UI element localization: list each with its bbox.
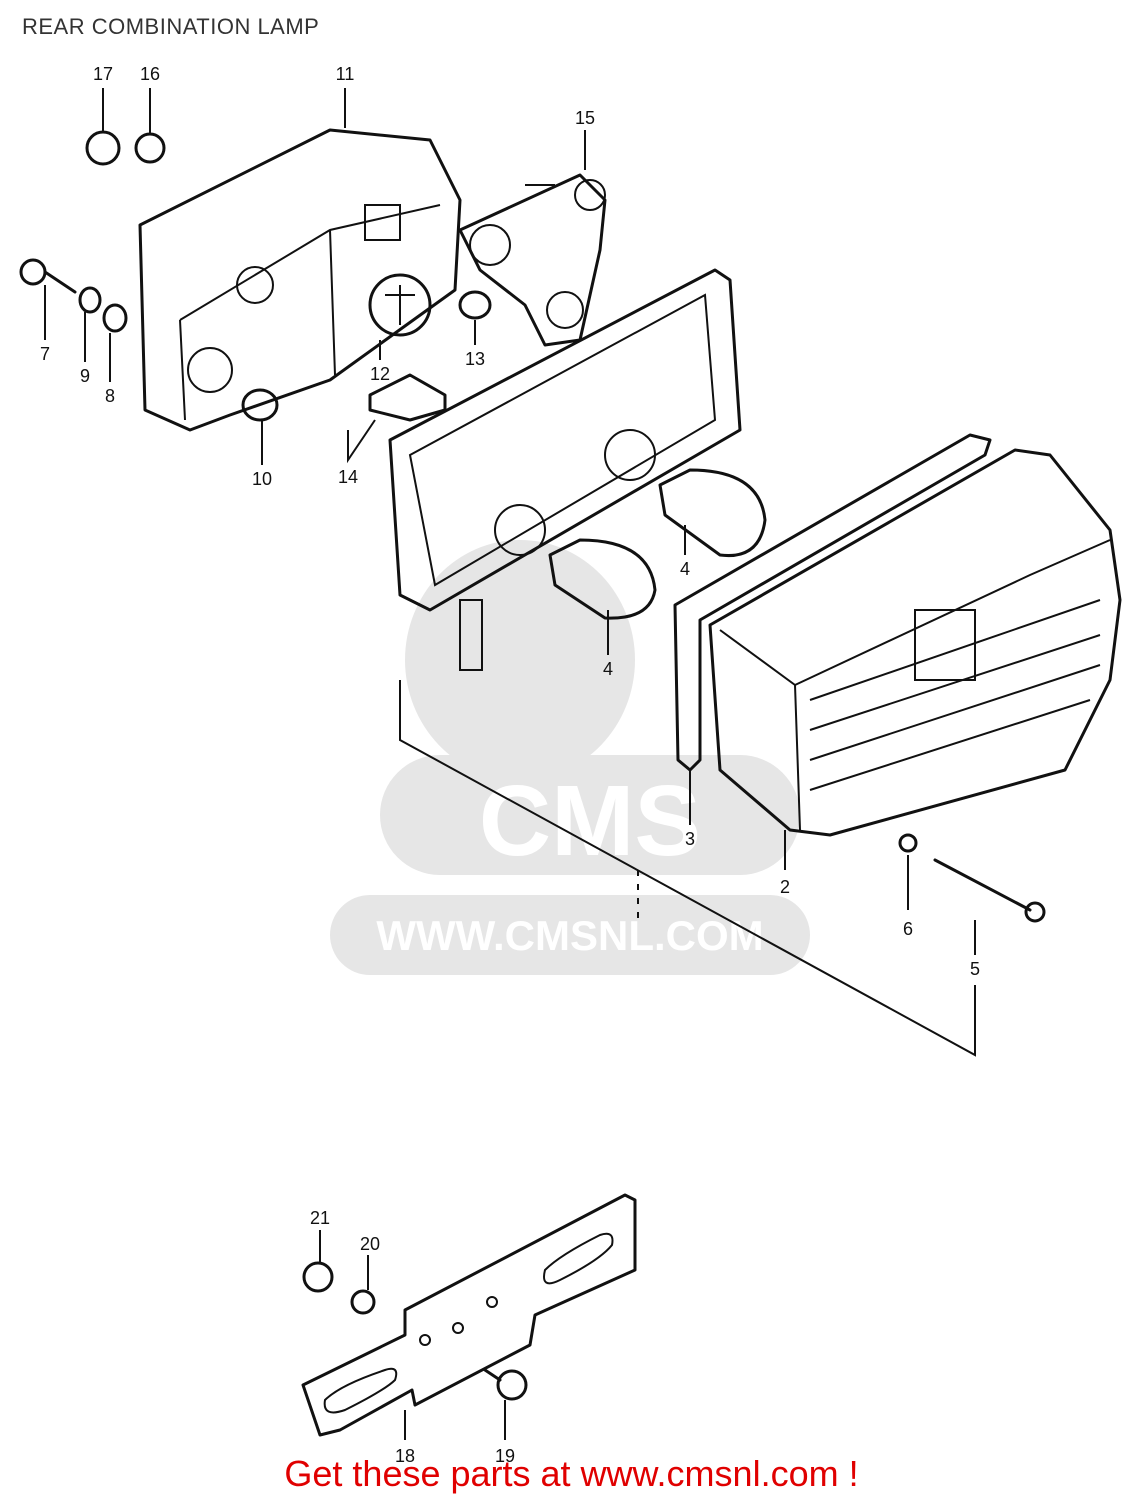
bracket — [458, 173, 607, 347]
page-title: REAR COMBINATION LAMP — [22, 14, 320, 39]
lens — [708, 448, 1122, 837]
part-number-7: 7 — [40, 344, 50, 364]
license-plate-bracket — [301, 1193, 637, 1437]
watermark-url: WWW.CMSNL.COM — [376, 912, 763, 959]
part-number-9: 9 — [80, 366, 90, 386]
screw-19 — [483, 1368, 528, 1401]
part-number-16: 16 — [140, 64, 160, 84]
part-number-8: 8 — [105, 386, 115, 406]
nut-17 — [85, 130, 121, 166]
leader-lines — [44, 88, 976, 1440]
part-number-20: 20 — [360, 1234, 380, 1254]
part-number-21: 21 — [310, 1208, 330, 1228]
part-number-12: 12 — [370, 364, 390, 384]
lamp-base — [388, 268, 742, 671]
part-number-14: 14 — [338, 467, 358, 487]
nut-21 — [302, 1261, 334, 1293]
socket — [368, 273, 432, 337]
bolt-7 — [19, 258, 77, 294]
part-number-15: 15 — [575, 108, 595, 128]
part-number-10: 10 — [252, 469, 272, 489]
part-number-11: 11 — [336, 64, 355, 84]
washer-6 — [898, 833, 918, 853]
part-number-5: 5 — [970, 959, 980, 979]
cms-watermark: CMS WWW.CMSNL.COM — [330, 540, 810, 975]
part-number-19: 19 — [495, 1446, 515, 1466]
housing — [138, 128, 462, 432]
washer-16 — [134, 132, 166, 164]
washer-9 — [78, 286, 102, 314]
bulb-lower — [548, 538, 657, 620]
gasket — [673, 433, 992, 772]
part-labels: 17 16 11 15 7 9 8 12 13 10 14 4 4 3 2 6 … — [40, 64, 980, 1466]
bulb-upper — [658, 468, 767, 558]
cushion-10 — [241, 388, 279, 422]
washer-20 — [350, 1289, 376, 1315]
cushion-13 — [458, 290, 492, 320]
part-number-18: 18 — [395, 1446, 415, 1466]
part-number-4-lower: 4 — [603, 659, 613, 679]
part-number-4-upper: 4 — [680, 559, 690, 579]
part-number-2: 2 — [780, 877, 790, 897]
part-number-17: 17 — [93, 64, 113, 84]
part-number-3: 3 — [685, 829, 695, 849]
washer-8 — [102, 303, 128, 333]
screw-5 — [933, 858, 1046, 923]
part-number-13: 13 — [465, 349, 485, 369]
part-number-6: 6 — [903, 919, 913, 939]
watermark-logo: CMS — [479, 765, 701, 877]
call-to-action-link[interactable]: Get these parts at www.cmsnl.com ! — [284, 1453, 859, 1494]
